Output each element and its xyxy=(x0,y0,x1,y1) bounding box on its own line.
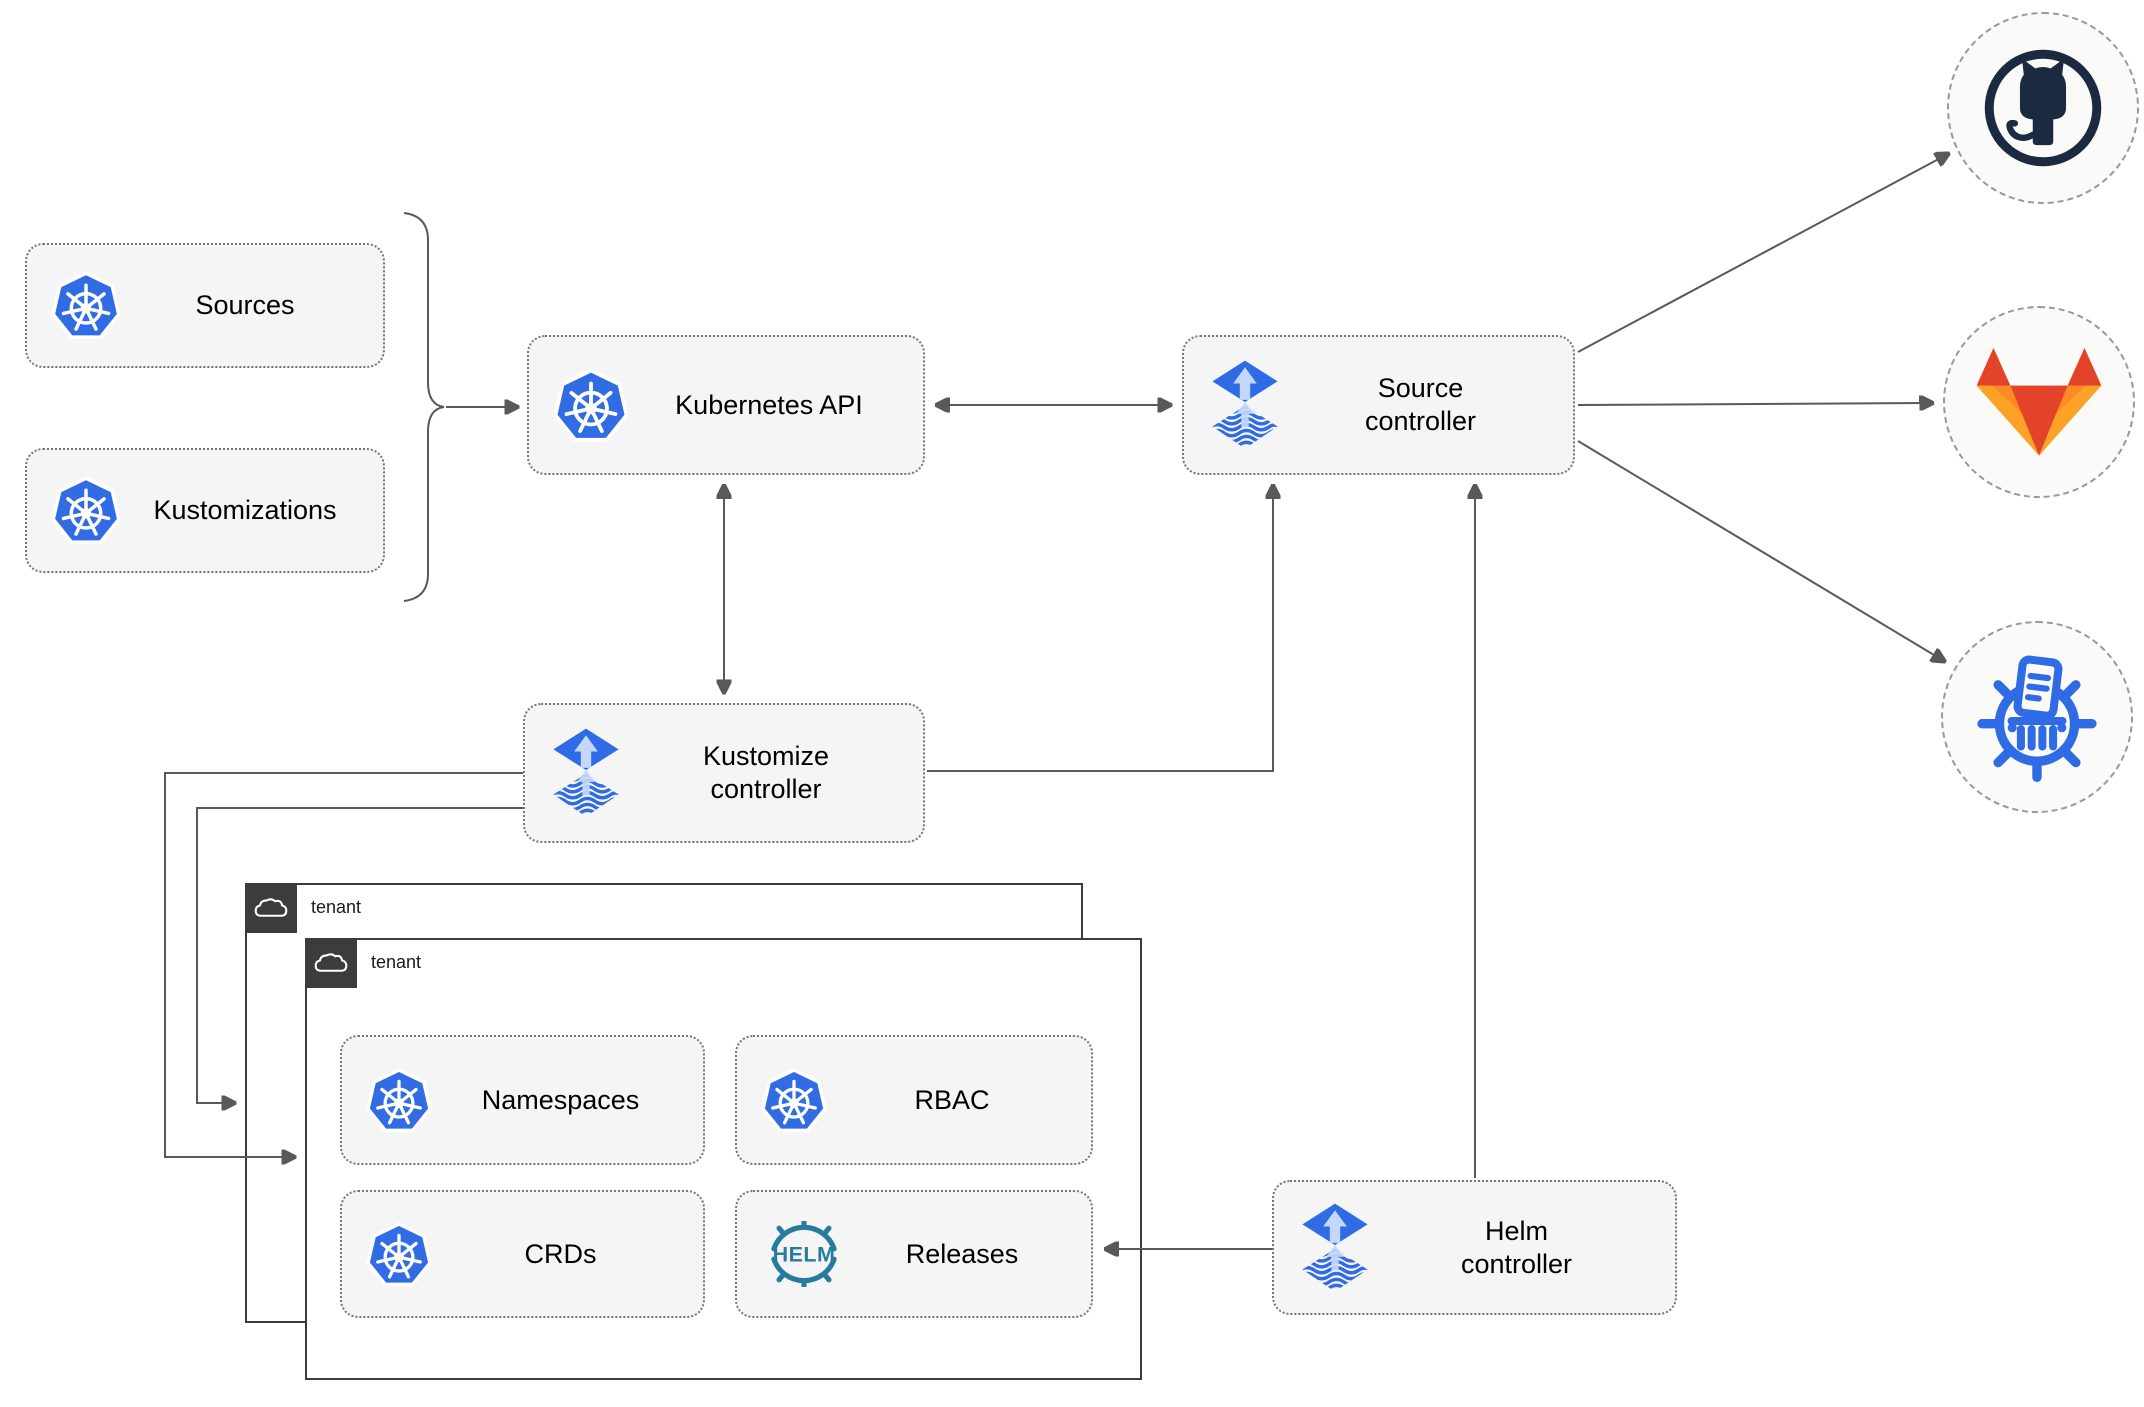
tenant-label: tenant xyxy=(371,952,422,972)
tenant-corner-badge xyxy=(305,938,357,988)
kubernetes-icon xyxy=(366,1220,432,1289)
releases-node: HELM Releases xyxy=(735,1190,1093,1318)
kubernetes-icon xyxy=(366,1066,432,1135)
edge-source-to-bucket xyxy=(1577,440,1944,661)
brace-sources-kustomizations xyxy=(403,212,445,602)
kubernetes-icon xyxy=(553,366,629,445)
bucket-endpoint xyxy=(1941,621,2133,813)
releases-label: Releases xyxy=(905,1238,1019,1269)
github-endpoint xyxy=(1947,12,2139,204)
rbac-node: RBAC xyxy=(735,1035,1093,1165)
edge-source-to-github xyxy=(1577,154,1948,353)
edge-kustomize-to-source xyxy=(927,486,1273,772)
tenant-label: tenant xyxy=(311,897,362,917)
namespaces-node: Namespaces xyxy=(340,1035,705,1165)
source-controller-node: Source controller xyxy=(1182,335,1575,475)
kubernetes-icon xyxy=(51,269,121,342)
kustomizations-label: Kustomizations xyxy=(153,495,337,526)
gitlab-endpoint xyxy=(1943,306,2135,498)
sources-label: Sources xyxy=(195,290,295,321)
flux-icon xyxy=(1208,359,1282,451)
helm-wordmark: HELM xyxy=(773,1243,836,1267)
helm-icon: HELM xyxy=(771,1221,837,1287)
kustomizations-node: Kustomizations xyxy=(25,448,385,573)
helm-controller-node: Helm controller xyxy=(1272,1180,1677,1315)
cloud-icon xyxy=(314,952,348,975)
rbac-label: RBAC xyxy=(914,1084,990,1115)
helm-controller-label: Helm controller xyxy=(1460,1215,1573,1279)
crds-node: CRDs xyxy=(340,1190,705,1318)
edge-source-to-gitlab xyxy=(1577,403,1932,405)
source-controller-label: Source controller xyxy=(1364,373,1477,436)
gitlab-icon xyxy=(1974,344,2104,461)
cloud-icon xyxy=(254,897,288,920)
kustomize-controller-node: Kustomize controller xyxy=(523,703,925,843)
kubernetes-icon xyxy=(51,474,121,547)
bucket-registry-icon xyxy=(1970,650,2104,784)
namespaces-label: Namespaces xyxy=(481,1084,640,1115)
sources-node: Sources xyxy=(25,243,385,368)
kubernetes-api-node: Kubernetes API xyxy=(527,335,925,475)
kubernetes-api-label: Kubernetes API xyxy=(675,389,863,420)
flux-icon xyxy=(1298,1202,1372,1294)
github-icon xyxy=(1979,44,2107,172)
crds-label: CRDs xyxy=(524,1238,597,1269)
kubernetes-icon xyxy=(761,1066,827,1135)
tenant-corner-badge xyxy=(245,883,297,933)
flux-icon xyxy=(549,727,623,819)
kustomize-controller-label: Kustomize controller xyxy=(702,741,830,804)
